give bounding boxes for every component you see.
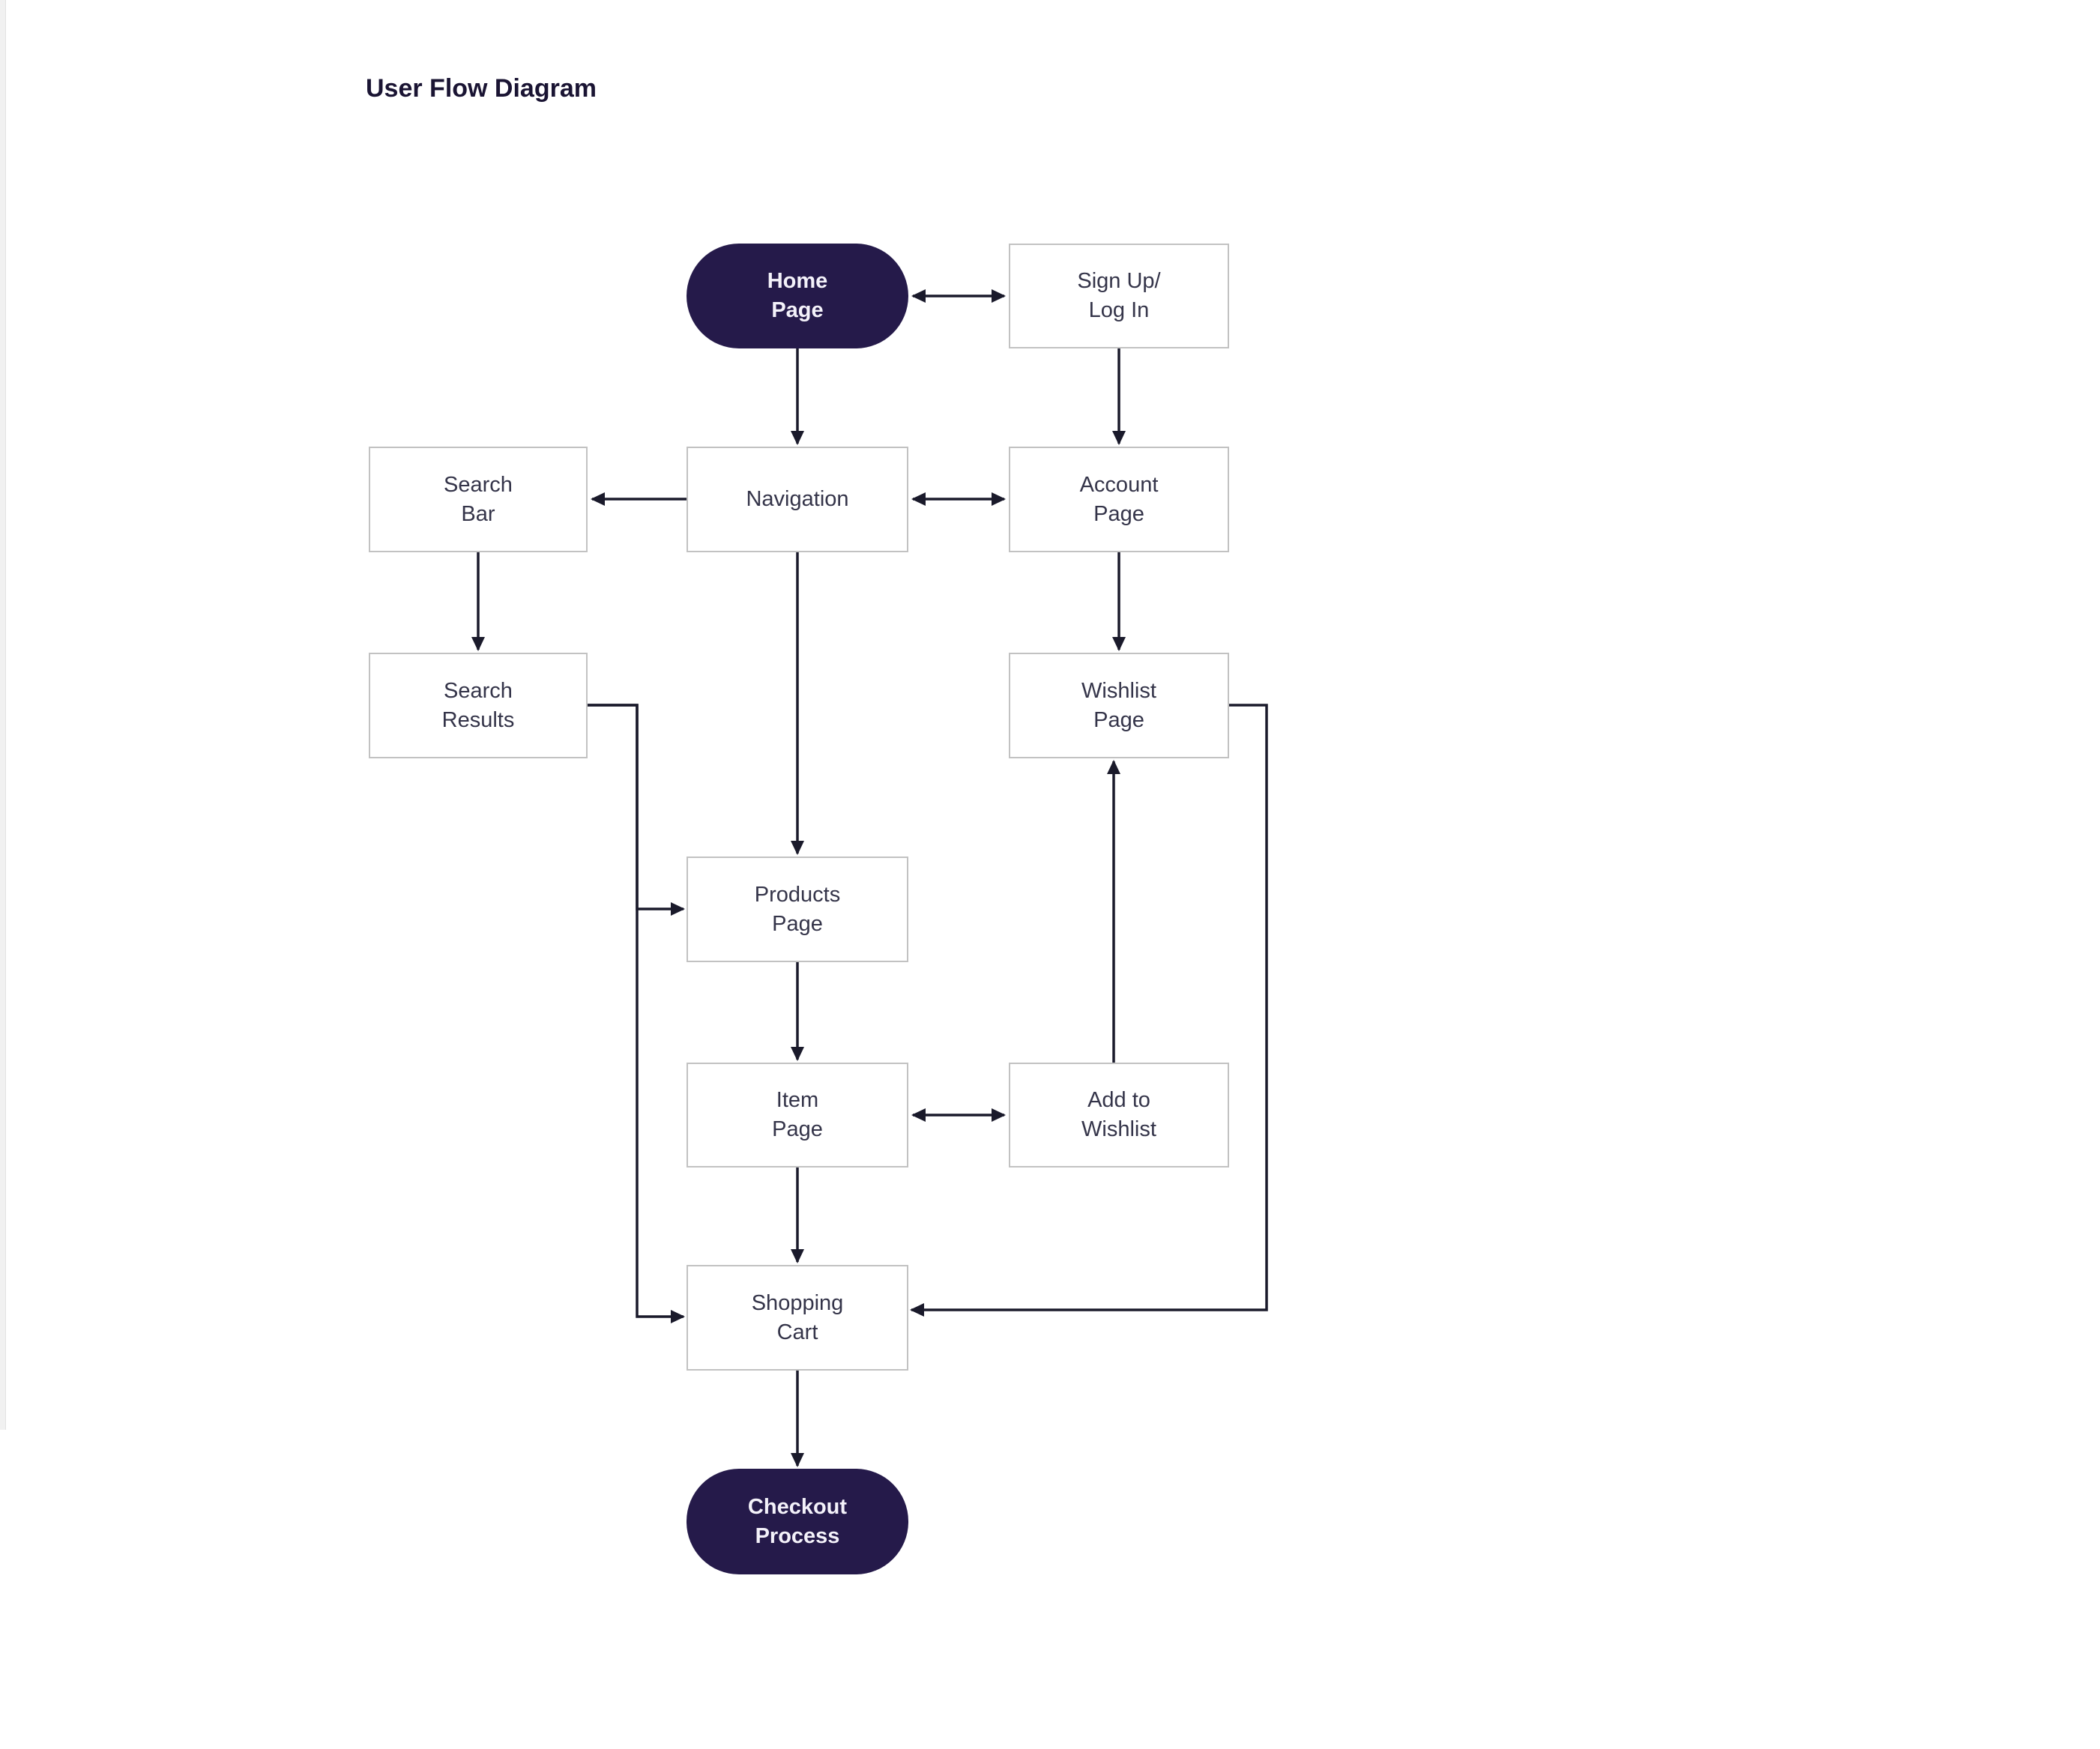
node-label-line: Checkout [747, 1494, 848, 1519]
node-wishlist-page: Wishlist Page [1009, 653, 1229, 758]
node-label-line: Shopping [751, 1290, 844, 1315]
node-home-page: Home Page [687, 244, 908, 348]
node-checkout-process: Checkout Process [687, 1469, 908, 1574]
node-label-line: Results [441, 707, 515, 732]
node-label-line: Cart [776, 1320, 818, 1344]
node-label-line: Item [776, 1088, 819, 1112]
canvas-left-edge [0, 0, 6, 1430]
node-label-line: Wishlist [1081, 1117, 1156, 1141]
node-label-line: Account [1079, 472, 1159, 497]
node-label-line: Process [755, 1523, 840, 1548]
node-search-bar: Search Bar [369, 447, 588, 552]
connector-searchresults-products [588, 704, 685, 916]
node-label-line: Wishlist [1081, 678, 1156, 703]
node-navigation: Navigation [687, 447, 908, 552]
node-label-line: Navigation [746, 487, 849, 511]
node-item-page: Item Page [687, 1063, 908, 1167]
node-account-page: Account Page [1009, 447, 1229, 552]
node-search-results: Search Results [369, 653, 588, 758]
node-label-line: Search [444, 678, 513, 703]
node-label-line: Products [754, 882, 841, 907]
diagram-title: User Flow Diagram [366, 74, 597, 103]
node-label-line: Page [1093, 501, 1144, 526]
connector-searchresults-cart [588, 704, 685, 1323]
node-label-line: Page [772, 911, 823, 936]
node-label-line: Page [1093, 707, 1144, 732]
node-label-line: Add to [1087, 1088, 1150, 1112]
node-label-line: Log In [1088, 298, 1150, 322]
connector-wishlist-cart [910, 704, 1268, 1317]
node-label-line: Page [772, 1117, 823, 1141]
node-label-line: Search [444, 472, 513, 497]
node-label-line: Sign Up/ [1077, 269, 1161, 293]
node-label-line: Bar [461, 501, 495, 526]
node-add-to-wishlist: Add to Wishlist [1009, 1063, 1229, 1167]
node-shopping-cart: Shopping Cart [687, 1265, 908, 1371]
node-products-page: Products Page [687, 857, 908, 962]
node-label-line: Page [771, 298, 824, 322]
node-signup-login: Sign Up/ Log In [1009, 244, 1229, 348]
node-label-line: Home [767, 269, 828, 293]
